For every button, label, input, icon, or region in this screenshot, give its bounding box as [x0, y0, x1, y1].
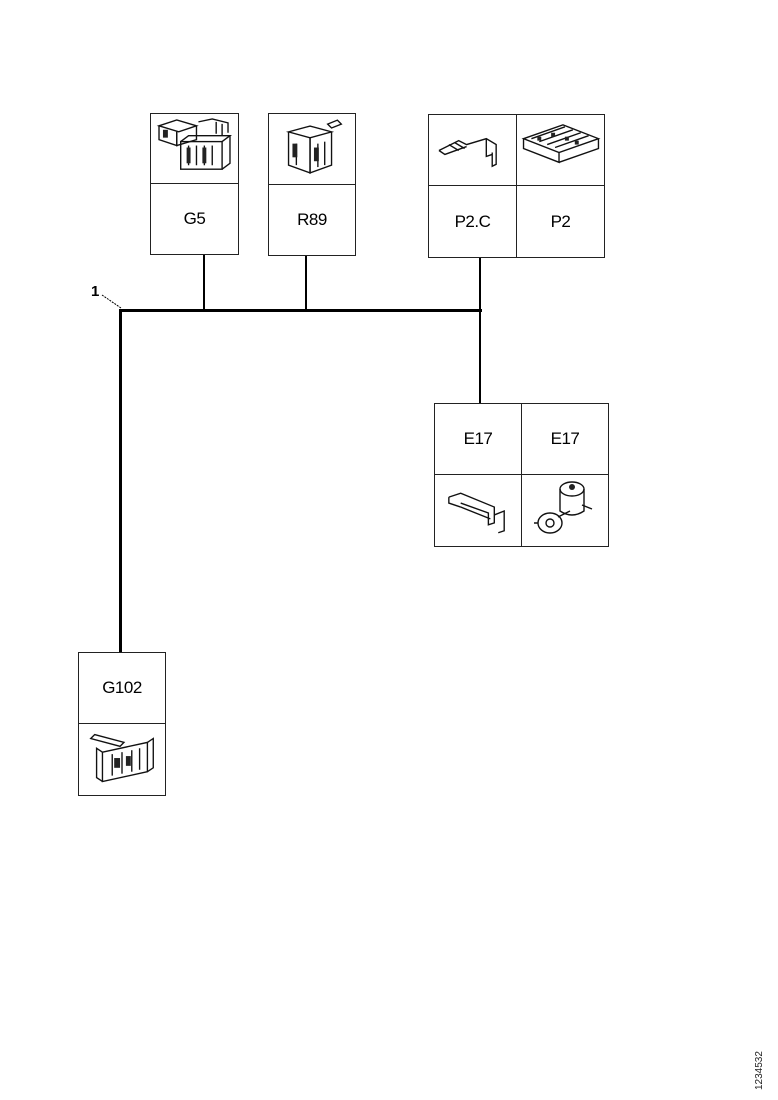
- g5-label: G5: [183, 209, 206, 228]
- main-vertical-wire: [119, 309, 122, 652]
- ground-terminal-block-icon: [89, 733, 154, 783]
- connector-e17-group[interactable]: E17 E17: [434, 403, 609, 547]
- g5-image-cell: [151, 114, 238, 184]
- p2c-label: P2.C: [429, 186, 517, 257]
- connector-g102[interactable]: G102: [78, 652, 166, 796]
- g102-image-cell: [79, 724, 165, 795]
- terminal-pin-icon: [448, 492, 505, 534]
- multi-pin-connector-icon: [521, 124, 601, 164]
- r89-label: R89: [297, 210, 327, 229]
- p2c-image-cell: [429, 115, 517, 186]
- e17-right-image-cell: [522, 475, 608, 546]
- e17-left-image-cell: [435, 475, 522, 546]
- connector-g5[interactable]: G5: [150, 113, 239, 255]
- g102-label: G102: [79, 653, 165, 724]
- connector-housing-icon: [156, 118, 233, 170]
- relay-connector-icon: [285, 119, 343, 174]
- main-horizontal-wire: [120, 309, 482, 312]
- r89-branch-wire: [305, 256, 307, 310]
- callout-number: 1: [91, 283, 100, 300]
- p2c-branch-wire: [479, 257, 481, 403]
- connector-r89[interactable]: R89: [268, 113, 356, 256]
- g5-branch-wire: [203, 255, 205, 310]
- callout-leader-line: [101, 294, 122, 309]
- p2-label: P2: [550, 211, 571, 231]
- connector-p2-group[interactable]: P2.C P2: [428, 114, 605, 258]
- terminal-pin-icon: [438, 137, 497, 168]
- p2-image-cell: [517, 115, 604, 186]
- e17-left-label: E17: [435, 404, 522, 475]
- motor-component-icon: [534, 481, 593, 534]
- e17-right-label: E17: [522, 404, 608, 475]
- document-id: 1234532: [754, 1051, 765, 1090]
- r89-image-cell: [269, 114, 355, 185]
